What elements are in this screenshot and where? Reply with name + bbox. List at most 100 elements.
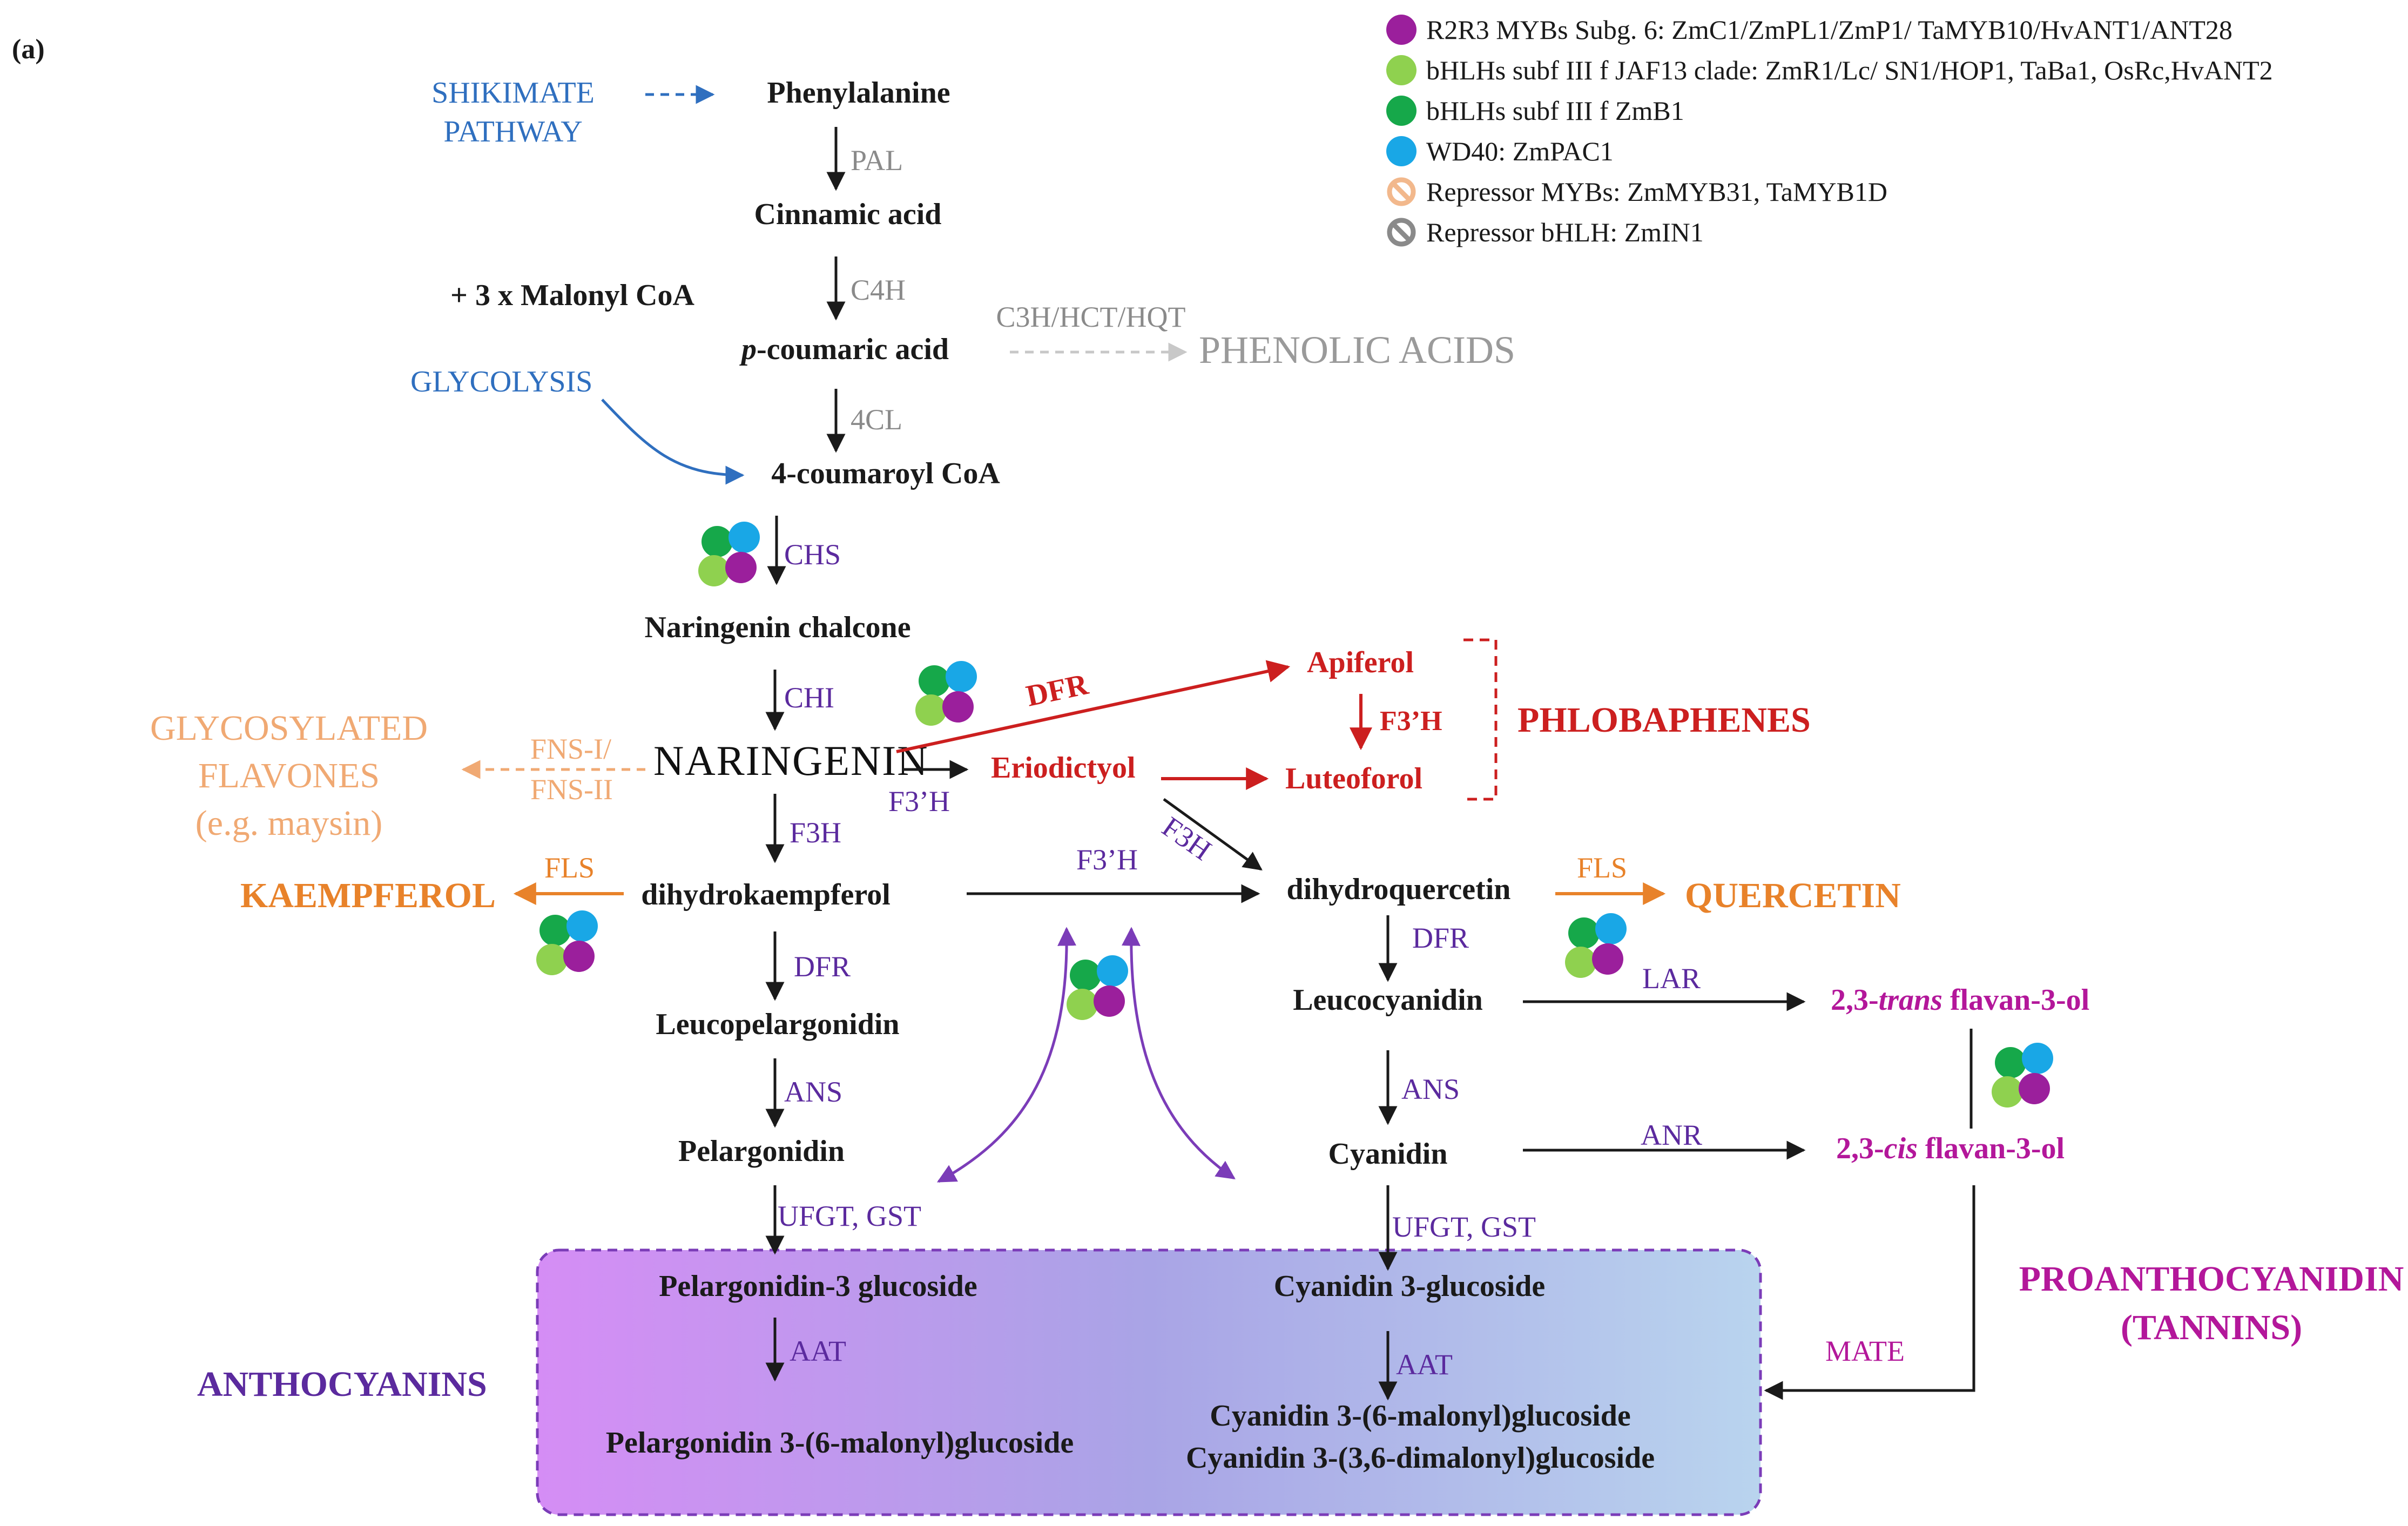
mate-arrow [1764,1185,1975,1400]
blue-dot-icon [1386,136,1417,166]
legend-text: bHLHs subf III f JAF13 clade: ZmR1/Lc/ S… [1426,55,2273,85]
blue-dot-icon [566,910,598,942]
light-green-dot-icon [1067,989,1098,1020]
green-dot-icon [1070,960,1101,991]
f3ph-purple-arrow-left [936,927,1077,1183]
legend-item: bHLHs subf III f JAF13 clade: ZmR1/Lc/ S… [1386,55,2273,85]
purple-dot-icon [2019,1073,2050,1104]
light-green-dot-icon [915,694,947,726]
dfr-right-label: DFR [1412,922,1469,954]
blue-dot-icon [946,661,977,692]
dihydroquercetin: dihydroquercetin [1287,873,1511,906]
orange-prohibit-icon-slash [1391,181,1412,202]
regulatory-complex-dfr [915,661,977,726]
legend-text: R2R3 MYBs Subg. 6: ZmC1/ZmPL1/ZmP1/ TaMY… [1426,15,2232,45]
ans-left-label: ANS [784,1076,842,1108]
luteoforol: Luteoforol [1285,762,1422,795]
glycosylated-flavones-2: FLAVONES [198,756,380,795]
chs-label: CHS [784,538,841,571]
dfr-left-label: DFR [794,950,851,983]
fns-ii-label: FNS-II [530,773,613,806]
green-dot-icon [1568,917,1600,949]
c3h-hct-hqt-label: C3H/HCT/HQT [996,301,1186,333]
lar-label: LAR [1642,962,1701,995]
legend-item: Repressor bHLH: ZmIN1 [1387,217,1704,247]
cis-flavan-3-ol: 2,3-cis flavan-3-ol [1836,1132,2065,1165]
legend-text: WD40: ZmPAC1 [1426,136,1614,166]
leucopelargonidin: Leucopelargonidin [656,1008,899,1041]
purple-dot-icon [1386,15,1417,45]
phenolic-acids: PHENOLIC ACIDS [1199,328,1515,372]
blue-dot-icon [729,522,760,553]
legend: R2R3 MYBs Subg. 6: ZmC1/ZmPL1/ZmP1/ TaMY… [1386,15,2273,247]
f3ph-mid-label: F3’H [1076,843,1138,876]
orange-prohibit-icon [1387,177,1416,206]
phlobaphenes-bracket [1463,638,1498,801]
green-dot-icon [702,526,733,557]
anthocyanin-box [536,1248,1762,1516]
f3h-red-label: F3’H [1380,706,1442,737]
f3h-eriodictyol-arrow [1163,798,1263,871]
glycosylated-flavones-1: GLYCOSYLATED [150,708,428,748]
anthocyanins: ANTHOCYANINS [197,1365,487,1404]
f3h-eriodictyol-label: F3H [1156,811,1217,867]
shikimate-pathway-label-2: PATHWAY [443,115,582,148]
blue-dot-icon [1097,955,1128,987]
green-dot-icon [1995,1047,2026,1078]
cyanidin: Cyanidin [1328,1137,1448,1171]
legend-text: Repressor MYBs: ZmMYB31, TaMYB1D [1426,177,1887,207]
pelargonidin: Pelargonidin [678,1135,845,1168]
fls-left-label: FLS [544,852,595,884]
regulatory-complex-flavan [1992,1043,2053,1108]
mate-label: MATE [1825,1335,1905,1367]
eriodictyol: Eriodictyol [991,751,1136,785]
legend-item: bHLHs subf III f ZmB1 [1386,96,1684,126]
blue-dot-icon [1595,913,1627,944]
4-coumaroyl-coa: 4-coumaroyl CoA [771,457,1000,490]
regulatory-complex-fls-right [1565,913,1627,978]
phenylalanine: Phenylalanine [767,76,950,110]
aat-left-label: AAT [790,1335,846,1367]
f3ph-naringenin-label: F3’H [888,785,950,818]
regulatory-complex-fls-left [536,910,598,975]
apiferol: Apiferol [1307,646,1414,679]
quercetin: QUERCETIN [1685,876,1901,915]
green-dot-icon [1386,96,1417,126]
legend-text: bHLHs subf III f ZmB1 [1426,96,1684,126]
cinnamic-acid: Cinnamic acid [754,198,942,231]
legend-item: R2R3 MYBs Subg. 6: ZmC1/ZmPL1/ZmP1/ TaMY… [1386,15,2232,45]
trans-flavan-3-ol: 2,3-trans flavan-3-ol [1831,983,2089,1017]
purple-dot-icon [563,941,595,972]
glycolysis-arrow [601,399,745,485]
dihydrokaempferol: dihydrokaempferol [641,878,891,911]
ufgt-left-label: UFGT, GST [778,1200,921,1232]
fns-i-label: FNS-I/ [530,733,611,765]
c4h-label: C4H [851,274,906,306]
legend-text: Repressor bHLH: ZmIN1 [1426,217,1704,247]
cyanidin-3-glucoside: Cyanidin 3-glucoside [1274,1270,1546,1303]
anr-label: ANR [1641,1119,1702,1151]
regulatory-complex-chs [698,522,760,586]
purple-dot-icon [1592,943,1623,975]
legend-item: Repressor MYBs: ZmMYB31, TaMYB1D [1387,177,1887,207]
purple-dot-icon [1094,985,1125,1017]
legend-item: WD40: ZmPAC1 [1386,136,1614,166]
light-green-dot-icon [1386,55,1417,85]
light-green-dot-icon [1565,947,1596,978]
phlobaphenes: PHLOBAPHENES [1517,700,1811,740]
chi-label: CHI [784,681,834,714]
dfr-phlobaphene-arrow [896,660,1291,753]
pelargonidin-3-glucoside: Pelargonidin-3 glucoside [659,1270,977,1303]
p-coumaric-acid: p-coumaric acid [739,333,949,366]
aat-right-label: AAT [1396,1348,1453,1381]
fls-right-label: FLS [1577,852,1627,884]
ans-right-label: ANS [1401,1073,1460,1105]
f3h-label: F3H [790,816,841,849]
green-dot-icon [539,915,571,946]
light-green-dot-icon [1992,1076,2023,1108]
blue-dot-icon [2022,1043,2053,1074]
panel-label: (a) [12,34,45,65]
malonyl-coa: + 3 x Malonyl CoA [450,279,694,312]
proanthocyanidin-2: (TANNINS) [2121,1308,2302,1347]
